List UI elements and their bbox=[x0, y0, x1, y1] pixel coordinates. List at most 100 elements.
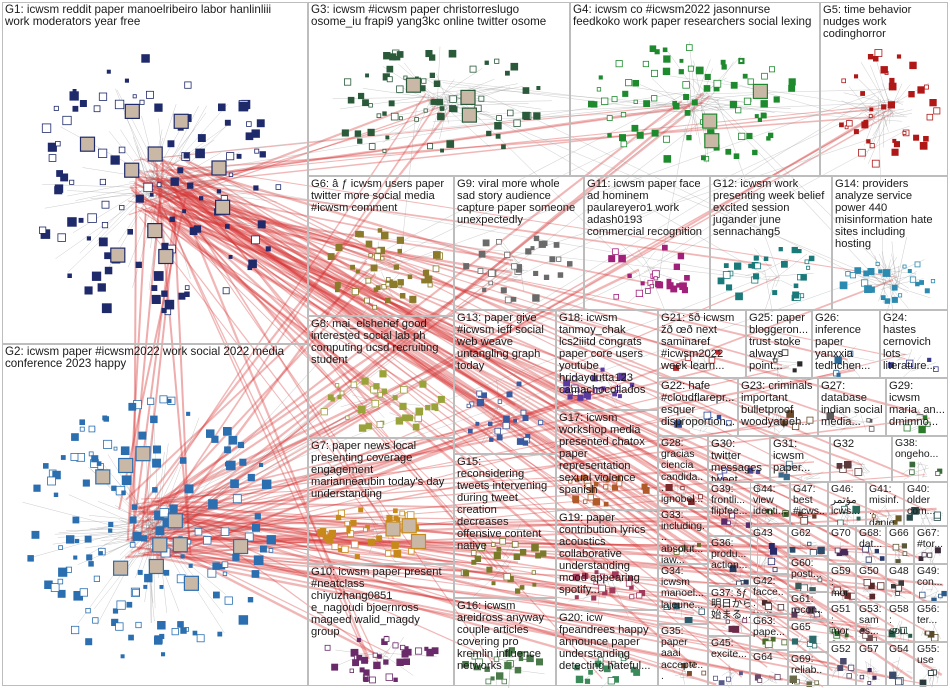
group-label-g59: G59: more bbox=[831, 566, 853, 602]
group-label-g5: G5: time behavior nudges work codinghorr… bbox=[823, 4, 945, 40]
group-label-g36: G36: produ... action... bbox=[711, 538, 755, 572]
group-label-g17: G17: icwsm workshop media presented chat… bbox=[559, 412, 655, 496]
group-panel-g38: G38: ongeho... bbox=[892, 436, 948, 482]
group-panel-g22: G22: hafe #cloudflarepr... esquer dispro… bbox=[658, 378, 738, 436]
group-label-g66: G66 bbox=[889, 528, 911, 539]
group-panel-g57: G57 bbox=[856, 642, 886, 686]
group-label-g29: G29: icwsm maria_an... dmimno... bbox=[889, 380, 945, 428]
group-panel-g8: G8: mai_elsherief good interested social… bbox=[308, 316, 454, 438]
group-label-g50: G50 bbox=[859, 566, 883, 577]
group-panel-g3: G3: icwsm #icwsm paper christorreslugo o… bbox=[308, 2, 570, 176]
group-panel-g4: G4: icwsm co #icwsm2022 jasonnurse feedk… bbox=[570, 2, 820, 176]
group-label-g63: G63: pape... bbox=[753, 616, 785, 638]
group-label-g61: G61: recon... bbox=[791, 594, 825, 620]
group-panel-g24: G24: hastes cernovich lots literature... bbox=[880, 310, 948, 378]
group-panel-g10: G10: icwsm paper present #neatclass chiy… bbox=[308, 564, 454, 686]
group-label-g35: G35: paper aaai accepte... bbox=[661, 626, 705, 682]
group-panel-g25: G25: paper bloggeron... trust stoke alwa… bbox=[746, 310, 812, 378]
group-label-g55: G55: use bbox=[917, 644, 945, 666]
group-label-g40: G40: older com... bbox=[907, 484, 945, 518]
group-label-g24: G24: hastes cernovich lots literature... bbox=[883, 312, 945, 372]
group-panel-g66: G66 bbox=[886, 526, 914, 564]
group-panel-g17: G17: icwsm workshop media presented chat… bbox=[556, 410, 658, 510]
group-label-g16: G16: icwsm areidross anyway couple artic… bbox=[457, 600, 553, 672]
group-panel-g6: G6: â ƒ icwsm users paper twitter more s… bbox=[308, 176, 454, 316]
group-label-g44: G44: view identi... bbox=[753, 484, 787, 518]
group-panel-g11: G11: icwsm paper face ad hominem paulare… bbox=[584, 176, 710, 310]
group-panel-g18: G18: icwsm tanmoy_chak lcs2iiitd congrat… bbox=[556, 310, 658, 410]
group-label-g15: G15: reconsidering tweets intervening du… bbox=[457, 456, 553, 552]
group-label-g23: G23: criminals important bulletproof woo… bbox=[741, 380, 815, 428]
group-label-g42: G42: facce... icws... bbox=[753, 576, 785, 614]
group-label-g32: G32 bbox=[833, 438, 889, 450]
group-label-g65: G65 bbox=[791, 622, 825, 633]
group-label-g18: G18: icwsm tanmoy_chak lcs2iiitd congrat… bbox=[559, 312, 655, 396]
group-panel-g68: G68: dat... bbox=[856, 526, 886, 564]
group-panel-g29: G29: icwsm maria_an... dmimno... bbox=[886, 378, 948, 436]
group-panel-g45: G45: excite... bbox=[708, 636, 750, 686]
group-label-g33: G33: including... absolut... jaw... bbox=[661, 510, 705, 564]
group-panel-g2: G2: icwsm paper #icwsm2022 work social 2… bbox=[2, 344, 308, 686]
group-label-g46: G46: مؤتمر icws... bbox=[831, 484, 863, 518]
group-label-g11: G11: icwsm paper face ad hominem paulare… bbox=[587, 178, 707, 238]
group-label-g60: G60: posti... bbox=[791, 558, 825, 580]
group-panel-g7: G7: paper news local presenting coverage… bbox=[308, 438, 454, 564]
group-label-g52: G52 bbox=[831, 644, 853, 655]
group-panel-g14: G14: providers analyze service power 440… bbox=[832, 176, 948, 310]
group-label-g13: G13: paper give #icwsm ieff social web w… bbox=[457, 312, 553, 372]
group-label-g39: G39: frontli... flipfee... bbox=[711, 484, 755, 518]
group-panel-g42: G42: facce... icws... bbox=[750, 574, 788, 614]
group-panel-g51: G51: more bbox=[828, 602, 856, 642]
group-panel-g60: G60: posti... bbox=[788, 556, 828, 592]
group-panel-g30: G30: twitter messages tweet... friends..… bbox=[708, 436, 770, 482]
group-label-g4: G4: icwsm co #icwsm2022 jasonnurse feedk… bbox=[573, 4, 817, 29]
group-label-g20: G20: icw fpeandrees happy announce paper… bbox=[559, 612, 655, 672]
group-panel-g59: G59: more bbox=[828, 564, 856, 602]
group-panel-g67: G67: #tor... bbox=[914, 526, 948, 564]
group-panel-g21: G21: šð icwsm žð œð next saminaref #icws… bbox=[658, 310, 746, 378]
group-label-g53: G53: sames... bbox=[859, 604, 883, 638]
group-label-g68: G68: dat... bbox=[859, 528, 883, 550]
group-label-g30: G30: twitter messages tweet... friends..… bbox=[711, 438, 767, 482]
group-panel-g41: G41: misinf... danie... bbox=[866, 482, 904, 526]
group-panel-g12: G12: icwsm work presenting week belief e… bbox=[710, 176, 832, 310]
group-panel-g70: G70 bbox=[828, 526, 856, 564]
group-label-g51: G51: more bbox=[831, 604, 853, 642]
group-panel-g13: G13: paper give #icwsm ieff social web w… bbox=[454, 310, 556, 454]
group-label-g25: G25: paper bloggeron... trust stoke alwa… bbox=[749, 312, 809, 372]
group-label-g9: G9: viral more whole sad story audience … bbox=[457, 178, 581, 226]
group-panel-g31: G31: icwsm paper... bbox=[770, 436, 830, 482]
group-panel-g65: G65 bbox=[788, 620, 828, 652]
group-label-g27: G27: database indian social media... bbox=[821, 380, 883, 428]
group-label-g34: G34: icwsm manoel... lajeune... bbox=[661, 566, 705, 611]
group-panel-g26: G26: inference paper yanxxia tedhchen... bbox=[812, 310, 880, 378]
group-label-g19: G19: paper contribution lyrics acoustics… bbox=[559, 512, 655, 596]
group-panel-g40: G40: older com... bbox=[904, 482, 948, 526]
group-panel-g28: G28: gracias ciencia candida... ignobel.… bbox=[658, 436, 708, 508]
group-label-g38: G38: ongeho... bbox=[895, 438, 945, 460]
group-panel-g63: G63: pape... bbox=[750, 614, 788, 650]
group-label-g14: G14: providers analyze service power 440… bbox=[835, 178, 945, 250]
group-label-g31: G31: icwsm paper... bbox=[773, 438, 827, 474]
group-panel-g32: G32 bbox=[830, 436, 892, 482]
group-panel-g43: G43 bbox=[750, 526, 788, 574]
group-label-g70: G70 bbox=[831, 528, 853, 539]
group-panel-g35: G35: paper aaai accepte... bbox=[658, 624, 708, 686]
group-panel-g23: G23: criminals important bulletproof woo… bbox=[738, 378, 818, 436]
group-label-g47: G47: best #icws... bbox=[793, 484, 825, 526]
group-panel-g48: G48 bbox=[886, 564, 914, 602]
group-panel-g19: G19: paper contribution lyrics acoustics… bbox=[556, 510, 658, 610]
group-label-g62: G62 bbox=[791, 528, 825, 539]
group-panel-g56: G56: ter... bbox=[914, 602, 948, 642]
group-label-g56: G56: ter... bbox=[917, 604, 945, 626]
group-label-g64: G64 bbox=[753, 652, 785, 663]
group-panel-g34: G34: icwsm manoel... lajeune... bbox=[658, 564, 708, 624]
group-panel-g58: G58: sou... bbox=[886, 602, 914, 642]
group-panel-g52: G52 bbox=[828, 642, 856, 686]
group-panel-g69: G69: reliab... bbox=[788, 652, 828, 686]
group-label-g12: G12: icwsm work presenting week belief e… bbox=[713, 178, 829, 238]
group-panel-g64: G64 bbox=[750, 650, 788, 686]
group-panel-g5: G5: time behavior nudges work codinghorr… bbox=[820, 2, 948, 176]
group-label-g43: G43 bbox=[753, 528, 785, 539]
